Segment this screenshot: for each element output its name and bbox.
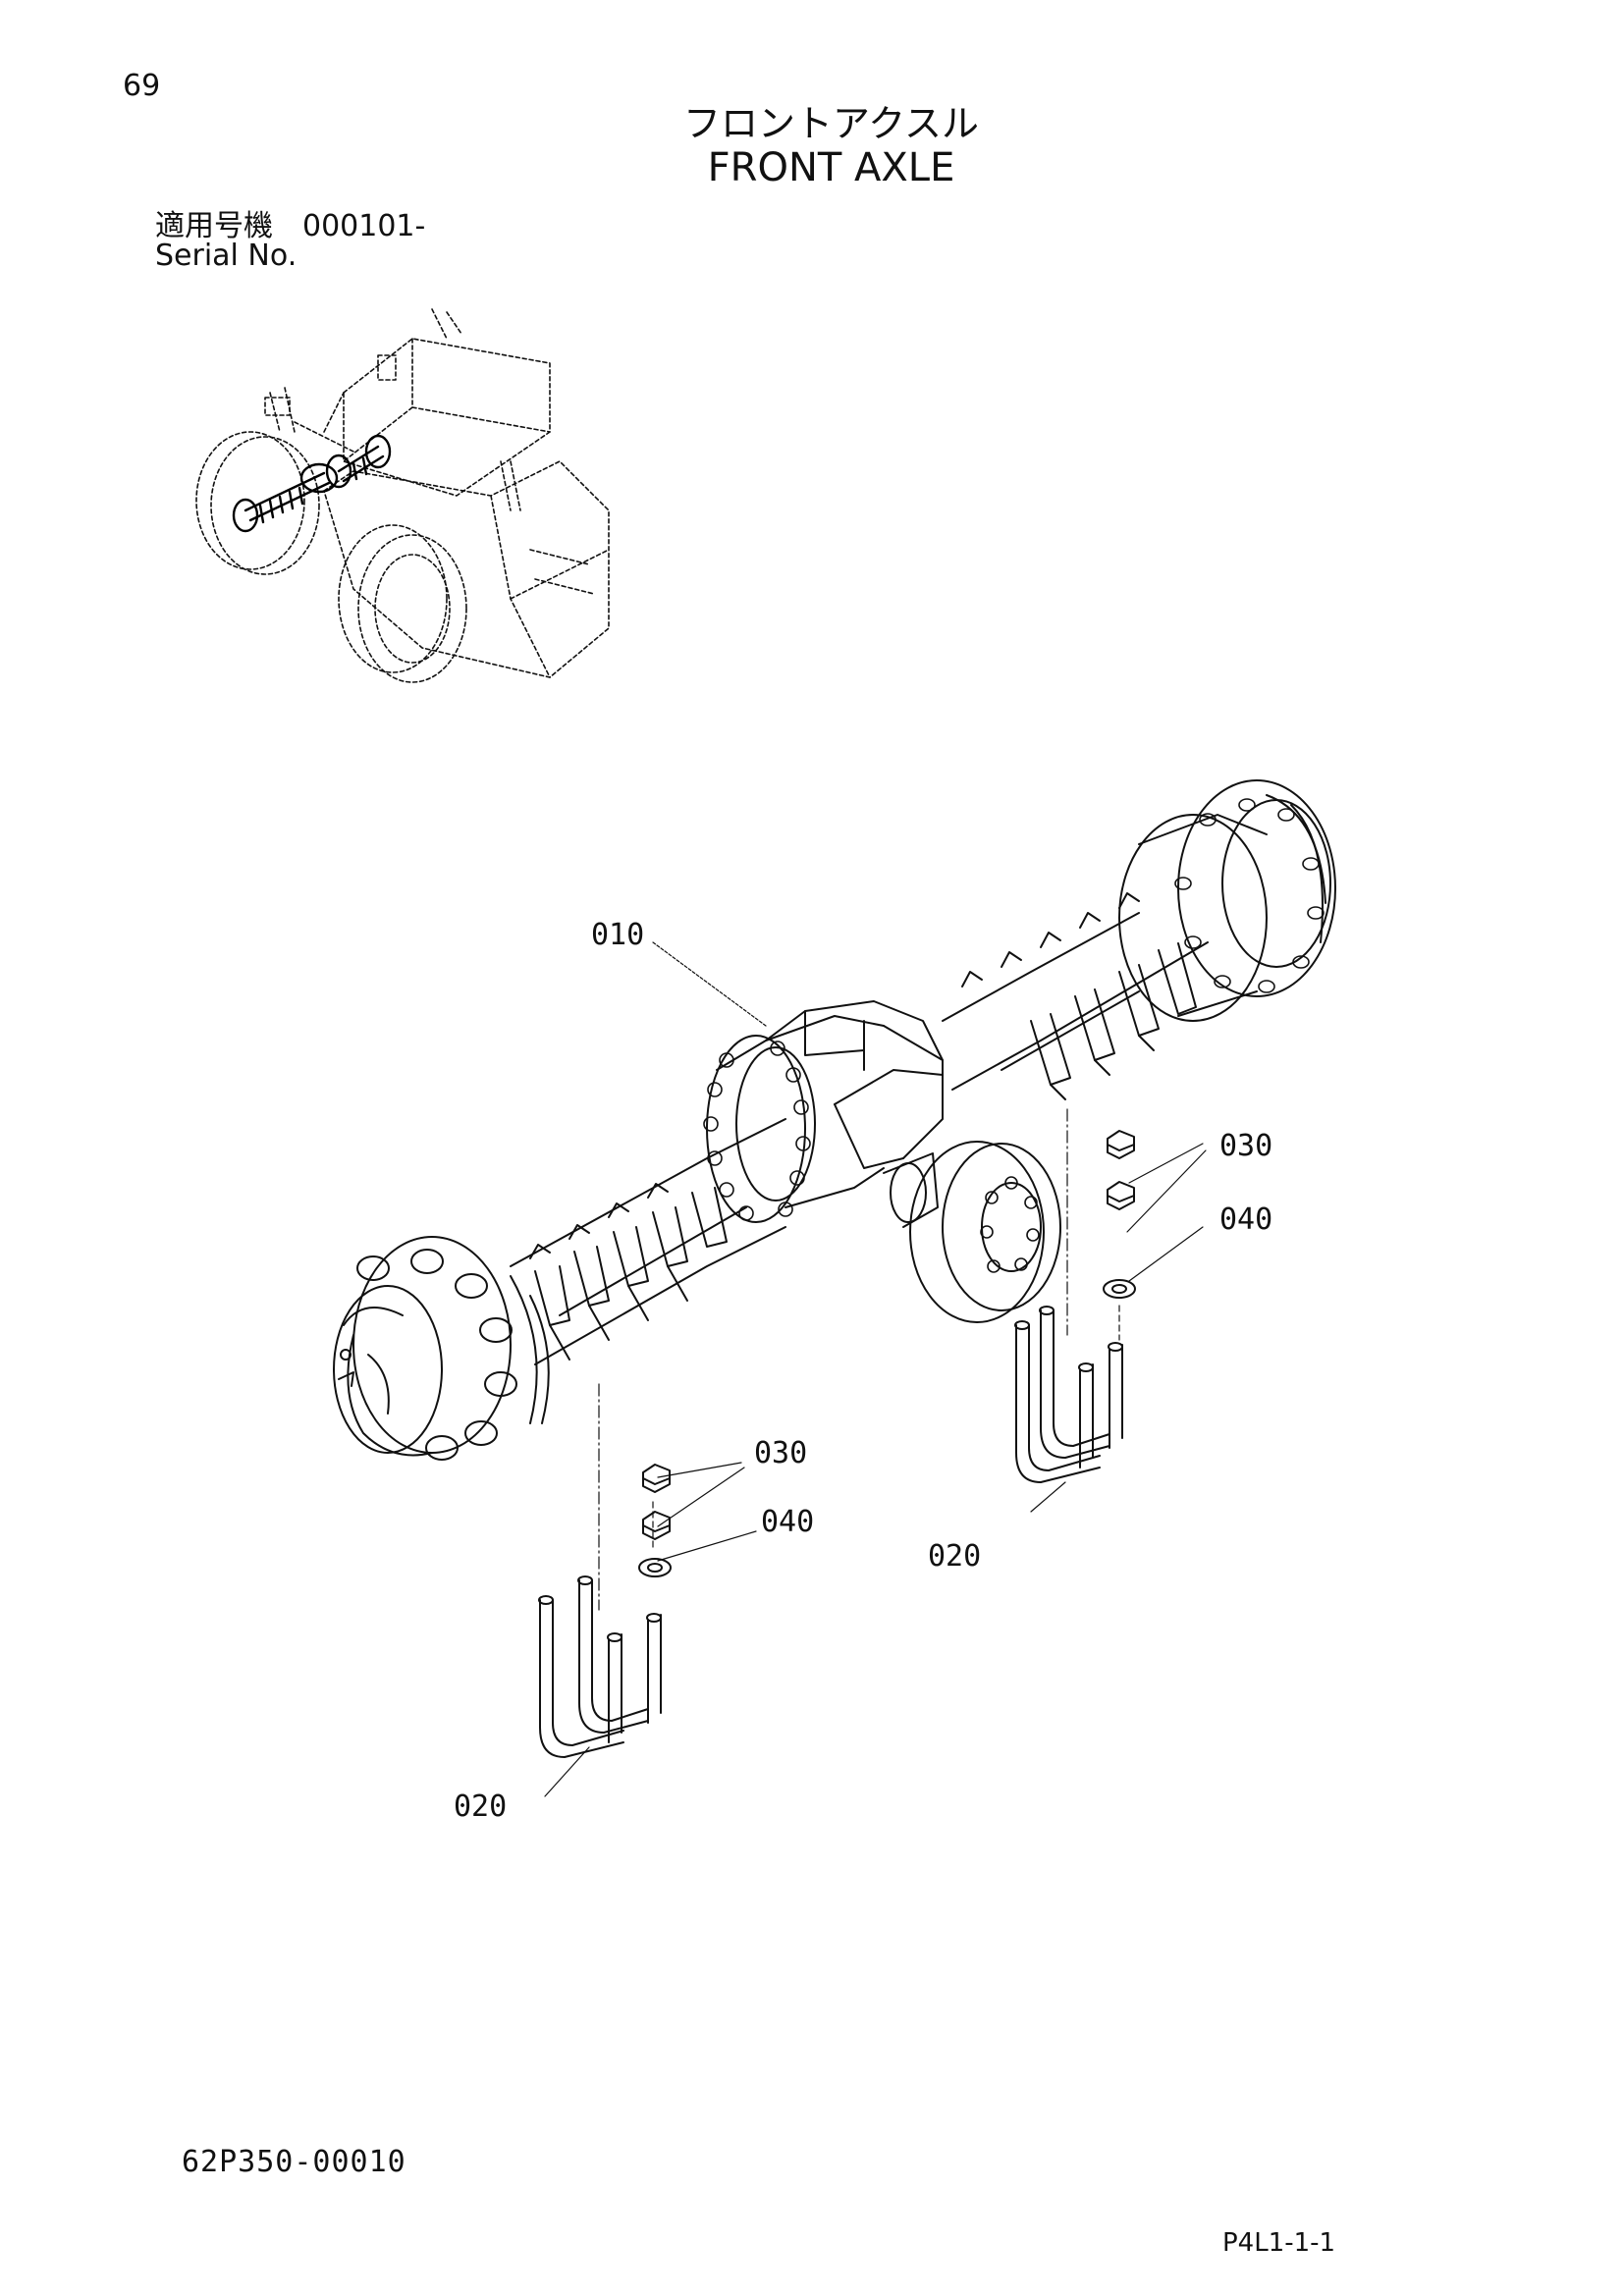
left-u-bolts — [538, 1575, 662, 1758]
serial-label-japanese: 適用号機 000101- — [155, 209, 426, 243]
washer-icon — [1103, 1279, 1136, 1299]
right-wheel-hub — [1118, 779, 1336, 1022]
front-axle-assembly — [333, 779, 1336, 1461]
callout-040-left: 040 — [761, 1505, 814, 1539]
right-fasteners — [1103, 1130, 1136, 1299]
left-axle-housing — [510, 1118, 786, 1365]
left-fasteners — [638, 1464, 672, 1577]
callout-040-right: 040 — [1219, 1202, 1272, 1237]
page-title-japanese: フロントアクスル — [683, 102, 979, 145]
document-code: 62P350-00010 — [182, 2145, 406, 2179]
page-code: P4L1-1-1 — [1222, 2228, 1336, 2258]
washer-icon — [638, 1558, 672, 1577]
callout-020-left: 020 — [454, 1789, 507, 1824]
leader-lines — [544, 941, 1207, 1797]
nut-icon — [642, 1511, 671, 1540]
serial-label: Serial No. — [155, 239, 298, 273]
right-u-bolts — [1014, 1306, 1123, 1483]
right-axle-housing — [942, 892, 1209, 1100]
nut-icon — [1107, 1181, 1135, 1210]
callout-010: 010 — [591, 918, 644, 952]
nut-icon — [1107, 1130, 1135, 1159]
machine-locator-illustration — [195, 308, 610, 683]
left-wheel-hub — [333, 1236, 550, 1461]
differential-housing — [703, 1000, 1061, 1323]
callout-030-left: 030 — [754, 1436, 807, 1470]
nut-icon — [642, 1464, 671, 1493]
page-number: 69 — [123, 69, 161, 103]
callout-020-right: 020 — [928, 1539, 981, 1574]
page-title: FRONT AXLE — [707, 145, 955, 190]
callout-030-right: 030 — [1219, 1129, 1272, 1163]
